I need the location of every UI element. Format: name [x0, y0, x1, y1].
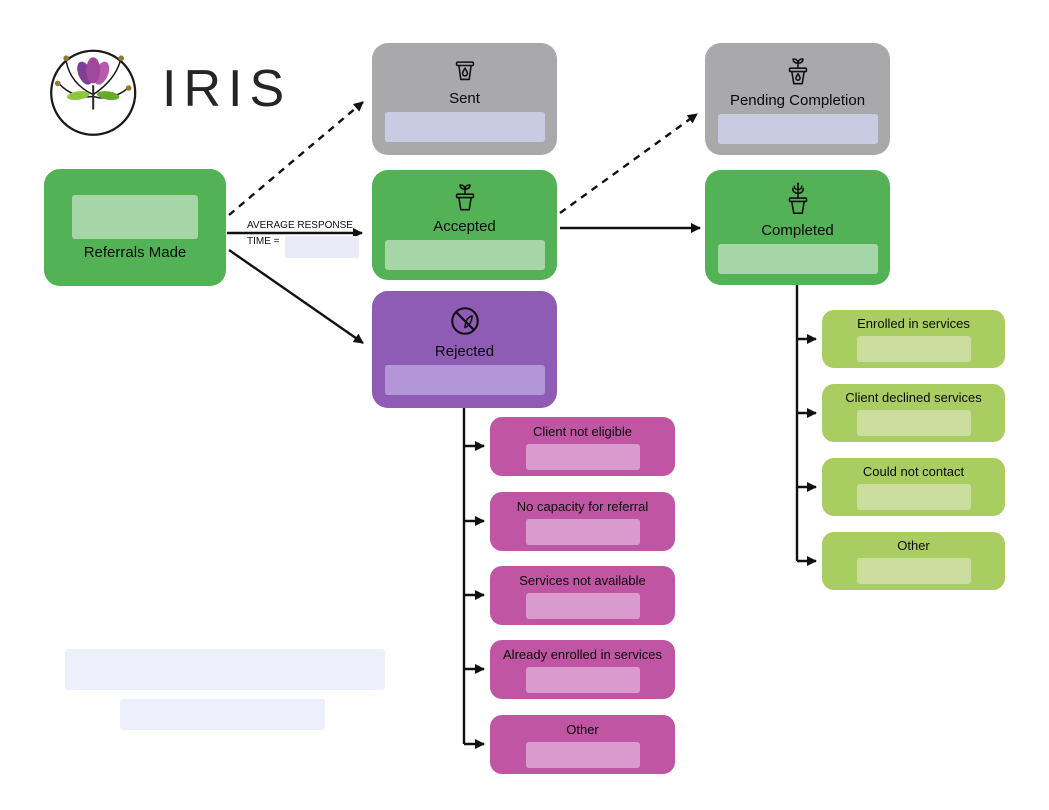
mini-node-services-not-available: Services not available: [490, 566, 675, 625]
value-placeholder: [525, 741, 640, 768]
sprout-seed-pot-icon: [788, 57, 807, 84]
sprout-in-pot-icon: [455, 183, 474, 210]
avg-response-time-label: AVERAGE RESPONSE TIME =: [247, 220, 359, 258]
seed-in-pot-icon: [455, 60, 474, 80]
mini-node-enrolled-in-services: Enrolled in services: [822, 310, 1005, 368]
mini-node-rejected-other: Other: [490, 715, 675, 774]
node-label: Referrals Made: [83, 243, 187, 261]
avg-response-value-placeholder: [284, 236, 359, 258]
mini-label: Services not available: [519, 572, 646, 588]
avg-response-text: AVERAGE RESPONSE: [247, 220, 353, 231]
plant-in-pot-icon: [788, 182, 807, 215]
value-placeholder: [384, 111, 545, 142]
mini-label: Other: [897, 538, 930, 553]
node-rejected: Rejected: [372, 291, 557, 408]
crossed-out-plant-icon: [450, 307, 479, 335]
value-placeholder: [525, 592, 640, 619]
value-placeholder: [525, 666, 640, 693]
mini-node-client-not-eligible: Client not eligible: [490, 417, 675, 476]
mini-label: Enrolled in services: [857, 316, 970, 331]
mini-label: Client declined services: [845, 390, 982, 405]
node-completed: Completed: [705, 170, 890, 285]
node-label: Accepted: [433, 217, 496, 235]
node-referrals-made: Referrals Made: [44, 169, 226, 286]
value-placeholder: [856, 410, 971, 436]
mini-label: No capacity for referral: [516, 498, 649, 514]
value-placeholder: [856, 484, 971, 510]
node-label: Rejected: [434, 343, 495, 360]
edge-referrals-to-rejected: [228, 249, 364, 344]
avg-response-time-text: TIME =: [247, 236, 280, 247]
value-placeholder: [856, 558, 971, 584]
node-pending-completion: Pending Completion: [705, 43, 890, 155]
mini-label: Already enrolled in services: [503, 646, 662, 662]
redacted-text-block-2: [120, 699, 325, 730]
value-placeholder: [384, 365, 545, 395]
iris-logo: IRIS: [40, 35, 291, 143]
node-label: Completed: [761, 222, 834, 239]
mini-label: Could not contact: [862, 464, 965, 479]
mini-node-no-capacity: No capacity for referral: [490, 492, 675, 551]
mini-label: Client not eligible: [532, 423, 632, 439]
mini-node-client-declined: Client declined services: [822, 384, 1005, 442]
value-placeholder: [525, 443, 640, 470]
value-placeholder: [717, 113, 878, 144]
logo-text: IRIS: [162, 60, 292, 118]
value-placeholder: [384, 239, 545, 270]
iris-flower-icon: [50, 49, 137, 136]
mini-node-already-enrolled: Already enrolled in services: [490, 640, 675, 699]
value-placeholder: [856, 336, 971, 362]
node-accepted: Accepted: [372, 170, 557, 280]
node-label: Pending Completion: [729, 91, 866, 109]
value-placeholder: [72, 194, 198, 239]
node-label: Sent: [449, 89, 480, 107]
value-placeholder: [525, 518, 640, 545]
mini-node-completed-other: Other: [822, 532, 1005, 590]
edge-accepted-to-pending: [559, 113, 698, 214]
mini-label: Other: [566, 721, 599, 737]
redacted-text-block-1: [65, 649, 385, 690]
mini-node-could-not-contact: Could not contact: [822, 458, 1005, 516]
node-sent: Sent: [372, 43, 557, 155]
value-placeholder: [717, 244, 878, 274]
